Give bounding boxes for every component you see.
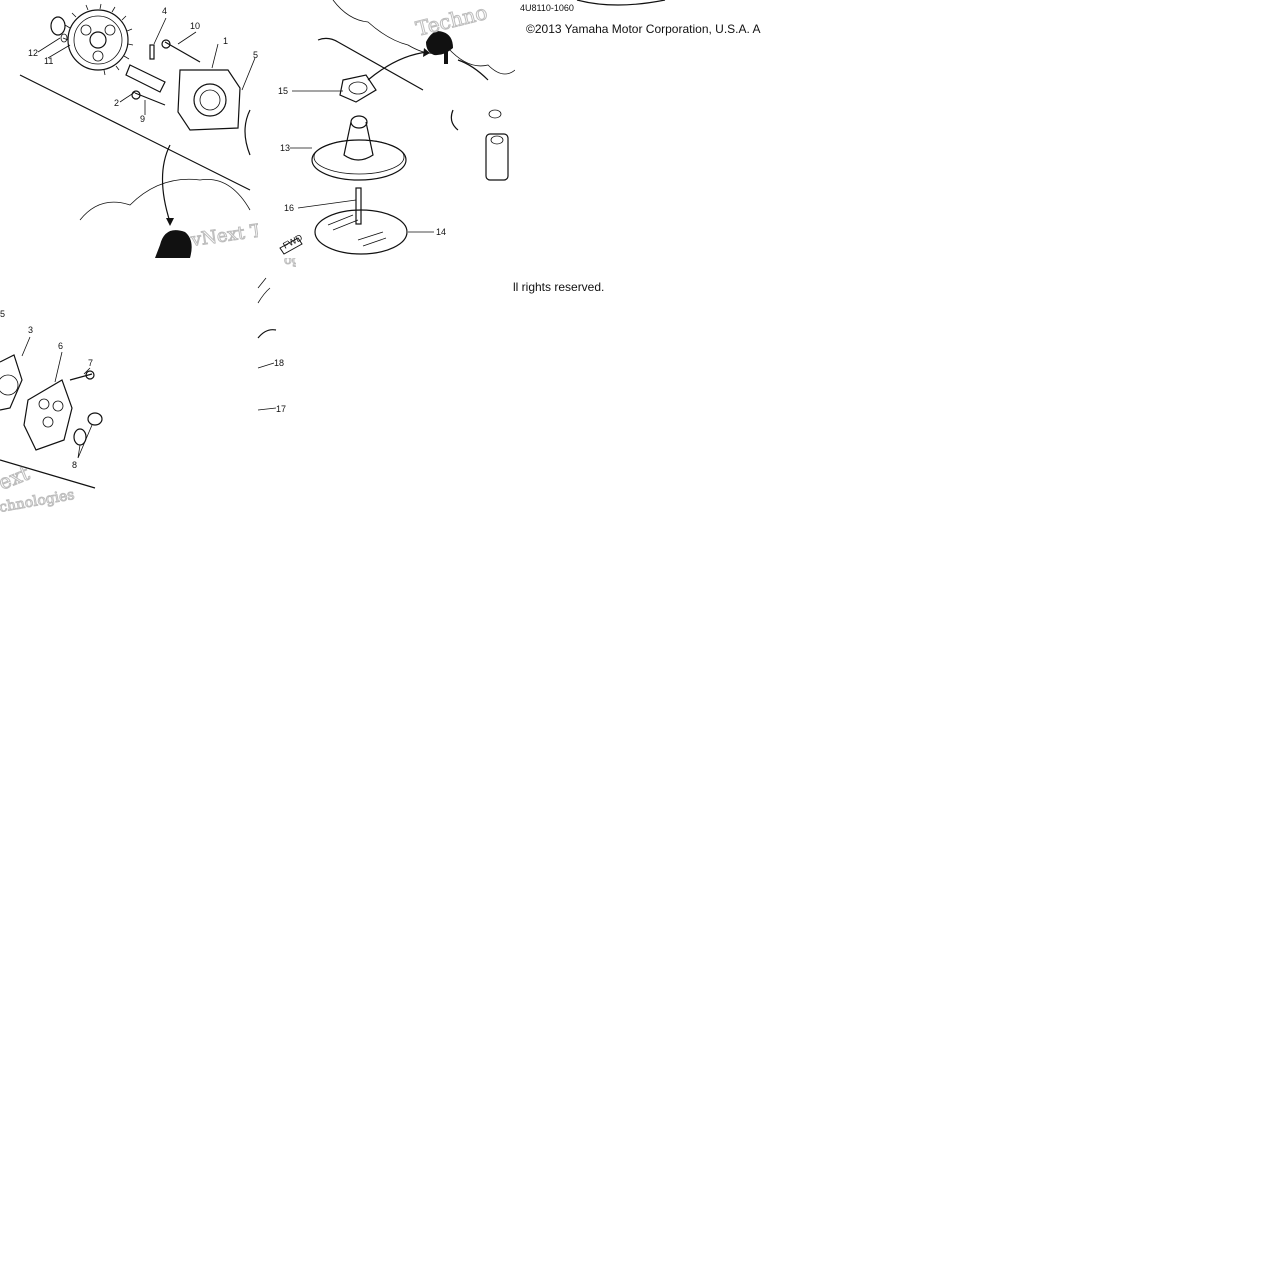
code-strip-drawing: 4U8110-1060 [520,0,666,13]
outer-rotor [0,354,23,411]
callout-10: 10 [190,21,200,31]
callout-4: 4 [162,6,167,16]
diagram-tile-code: 4U8110-1060 [515,0,685,20]
rotor-edge [244,109,251,156]
o-ring-upper [87,412,103,426]
diagram-tile-strainer: FWD 15 13 16 14 Techno [258,0,515,258]
pin-part [149,44,155,60]
copyright-notice: ©2013 Yamaha Motor Corporation, U.S.A. A [526,22,761,36]
cover-edge-right [450,109,459,131]
callout-9: 9 [140,114,145,124]
strainer-bolt [355,187,362,225]
callout-12: 12 [28,48,38,58]
part-edge [576,0,666,6]
strainer-neck [343,121,374,161]
diagram-tile-callouts: 18 17 ogies [256,258,296,418]
part-edge [257,329,277,339]
casing-outline [332,0,515,75]
circlip-part [50,16,66,36]
casing-outline [257,277,271,304]
callout-2: 2 [114,98,119,108]
watermark-text: vNext Tec [189,217,258,251]
callout-11: 11 [44,56,53,66]
cover-edge-line [317,37,424,91]
watermark-text: ogies [284,258,296,268]
watermark-text: ext [0,461,33,495]
pump-gear-drawing: 12 11 4 10 1 5 2 9 vNext Tec [19,3,258,258]
callout-13: 13 [280,143,290,153]
flow-arrow-right [457,59,489,81]
callout-1: 1 [223,36,228,46]
callout-8: 8 [72,460,77,470]
screw-part [69,373,93,381]
diagram-tile-rotor: 5 3 6 7 8 ext chnologies [0,300,105,515]
shaft-part [125,64,166,93]
strainer-top [350,115,368,129]
tray-edge-line [0,459,96,489]
oil-cap-blob [426,31,453,56]
callout-3: 3 [28,325,33,335]
drive-gear [62,3,134,76]
tray-edge-line [19,74,251,191]
flow-arrow [161,144,171,223]
callout-16: 16 [284,203,294,213]
copyright-notice-continued: ll rights reserved. [513,280,605,294]
casing-outline [79,178,251,221]
strainer-screen [314,209,408,255]
o-ring-part [488,109,502,119]
callout-6: 6 [58,341,63,351]
callout-15: 15 [278,86,288,96]
rotor-drawing: 5 3 6 7 8 ext chnologies [0,309,103,515]
callout-14: 14 [436,227,446,237]
fitting-part [485,133,509,181]
pump-cover [23,379,73,451]
callout-17: 17 [276,404,286,414]
diagram-tile-pump-gear: 12 11 4 10 1 5 2 9 vNext Tec [0,0,258,258]
callout-5: 5 [0,309,5,319]
washer-part [60,33,68,43]
oil-plug-blob [155,230,192,258]
callout-strip-drawing: 18 17 ogies [257,258,296,414]
watermark-text: Techno [413,0,489,41]
strainer-drawing: FWD 15 13 16 14 Techno [278,0,515,255]
bolt-part [164,41,201,63]
callout-7: 7 [88,358,93,368]
fwd-badge: FWD [279,232,304,255]
callout-5: 5 [253,50,258,60]
gasket-part [339,74,377,103]
callout-18: 18 [274,358,284,368]
pump-housing [177,69,241,131]
flow-arrow-left [367,51,429,81]
diagram-code: 4U8110-1060 [520,3,574,13]
